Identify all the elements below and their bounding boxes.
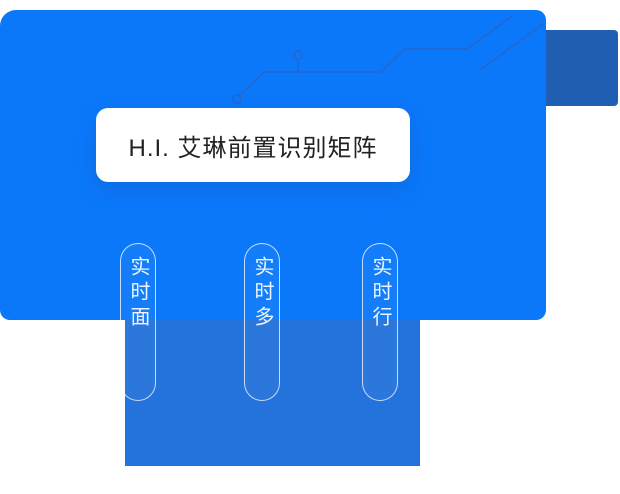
- feature-pill-3: 实时行: [362, 243, 398, 401]
- title-card: H.I. 艾琳前置识别矩阵: [96, 108, 410, 182]
- feature-pill-1: 实时面: [120, 243, 156, 401]
- feature-pill-2: 实时多: [244, 243, 280, 401]
- feature-pill-label: 实时面: [127, 256, 149, 331]
- feature-pill-label: 实时多: [251, 256, 273, 331]
- page-title: H.I. 艾琳前置识别矩阵: [128, 134, 378, 162]
- feature-pill-label: 实时行: [369, 256, 391, 331]
